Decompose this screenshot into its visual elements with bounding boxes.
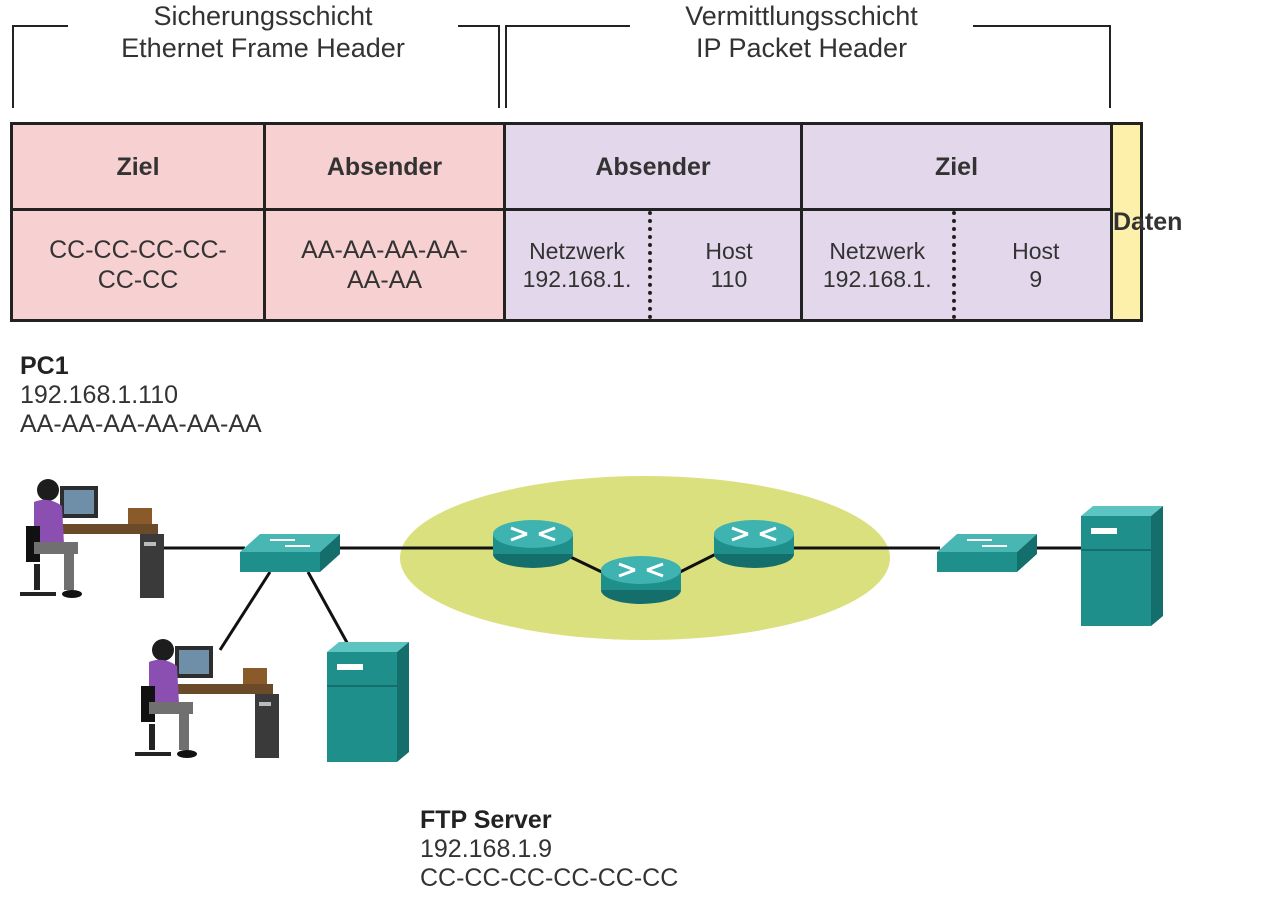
eth-dest-title: Ziel bbox=[10, 122, 266, 211]
data-link-bracket-left bbox=[12, 25, 68, 27]
eth-src-mac-line1: AA-AA-AA-AA- bbox=[301, 236, 468, 264]
ip-dest-network-label: Netzwerk bbox=[829, 238, 926, 264]
ip-src-divider bbox=[648, 211, 658, 319]
network-layer-header: IP Packet Header bbox=[695, 33, 908, 63]
ip-dest-divider bbox=[951, 211, 962, 319]
ip-dest-host-label: Host bbox=[1012, 238, 1060, 264]
ip-src-title: Absender bbox=[503, 122, 803, 211]
data-cell: Daten bbox=[1110, 122, 1182, 322]
pc1-mac: AA-AA-AA-AA-AA-AA bbox=[20, 410, 262, 438]
eth-dest-mac-line1: CC-CC-CC-CC- bbox=[49, 236, 227, 264]
network-layer-name: Vermittlungsschicht bbox=[685, 1, 918, 31]
pc2-user-icon[interactable] bbox=[133, 637, 281, 760]
ip-dest-network: Netzwerk 192.168.1. bbox=[803, 237, 952, 293]
eth-src-mac-line2: AA-AA bbox=[346, 266, 423, 294]
eth-dest-mac: CC-CC-CC-CC- CC-CC bbox=[10, 208, 266, 322]
data-link-layer-header: Ethernet Frame Header bbox=[121, 33, 405, 63]
switch-right-icon[interactable] bbox=[936, 533, 1038, 573]
pc1-user-icon[interactable] bbox=[18, 477, 166, 600]
router-3-icon[interactable] bbox=[712, 518, 796, 570]
ip-dest-network-value: 192.168.1. bbox=[822, 266, 932, 292]
data-link-bracket-left-tick bbox=[12, 25, 14, 108]
link-switch-ftp-server bbox=[306, 571, 352, 649]
router-2-icon[interactable] bbox=[599, 554, 683, 606]
link-router2-router3 bbox=[675, 550, 721, 576]
packet-header-table: Ziel Absender Absender Ziel Daten CC-CC-… bbox=[10, 122, 1182, 322]
ip-dest-title: Ziel bbox=[800, 122, 1113, 211]
link-switch-pc2 bbox=[218, 571, 272, 651]
pc1-name: PC1 bbox=[20, 352, 69, 380]
ip-src-network-label: Netzwerk bbox=[529, 238, 625, 264]
data-link-bracket-right bbox=[458, 25, 500, 27]
ip-dest-address: Netzwerk 192.168.1. Host 9 bbox=[800, 208, 1113, 322]
ftp-server-info: FTP Server 192.168.1.9 CC-CC-CC-CC-CC-CC bbox=[420, 806, 678, 893]
data-link-bracket-right-tick bbox=[498, 25, 500, 108]
ftp-server-mac: CC-CC-CC-CC-CC-CC bbox=[420, 864, 679, 892]
data-link-layer-label: Sicherungsschicht Ethernet Frame Header bbox=[68, 0, 458, 64]
network-bracket-left bbox=[505, 25, 630, 27]
ip-dest-host-value: 9 bbox=[1029, 266, 1043, 292]
ftp-server-name: FTP Server bbox=[420, 806, 552, 834]
pc1-info: PC1 192.168.1.110 AA-AA-AA-AA-AA-AA bbox=[20, 352, 262, 439]
network-layer-label: Vermittlungsschicht IP Packet Header bbox=[630, 0, 973, 64]
eth-src-mac: AA-AA-AA-AA- AA-AA bbox=[263, 208, 506, 322]
network-bracket-left-tick bbox=[505, 25, 507, 108]
pc1-ip: 192.168.1.110 bbox=[20, 381, 179, 409]
network-links bbox=[150, 546, 1085, 651]
router-1-icon[interactable] bbox=[491, 518, 575, 570]
network-bracket-right bbox=[973, 25, 1111, 27]
ftp-server-icon[interactable] bbox=[326, 641, 410, 763]
ftp-server-ip: 192.168.1.9 bbox=[420, 835, 553, 863]
ip-dest-host: Host 9 bbox=[962, 237, 1111, 293]
switch-left-icon[interactable] bbox=[239, 533, 341, 573]
ip-src-network: Netzwerk 192.168.1. bbox=[506, 237, 648, 293]
ip-src-host-label: Host bbox=[705, 238, 753, 264]
ip-src-network-value: 192.168.1. bbox=[522, 266, 632, 292]
ip-src-host-value: 110 bbox=[710, 266, 748, 292]
eth-dest-mac-line2: CC-CC bbox=[97, 266, 179, 294]
network-bracket-right-tick bbox=[1109, 25, 1111, 108]
ip-src-address: Netzwerk 192.168.1. Host 110 bbox=[503, 208, 803, 322]
remote-server-icon[interactable] bbox=[1080, 505, 1164, 627]
eth-src-title: Absender bbox=[263, 122, 506, 211]
data-link-layer-name: Sicherungsschicht bbox=[153, 1, 373, 31]
ip-src-host: Host 110 bbox=[658, 237, 800, 293]
